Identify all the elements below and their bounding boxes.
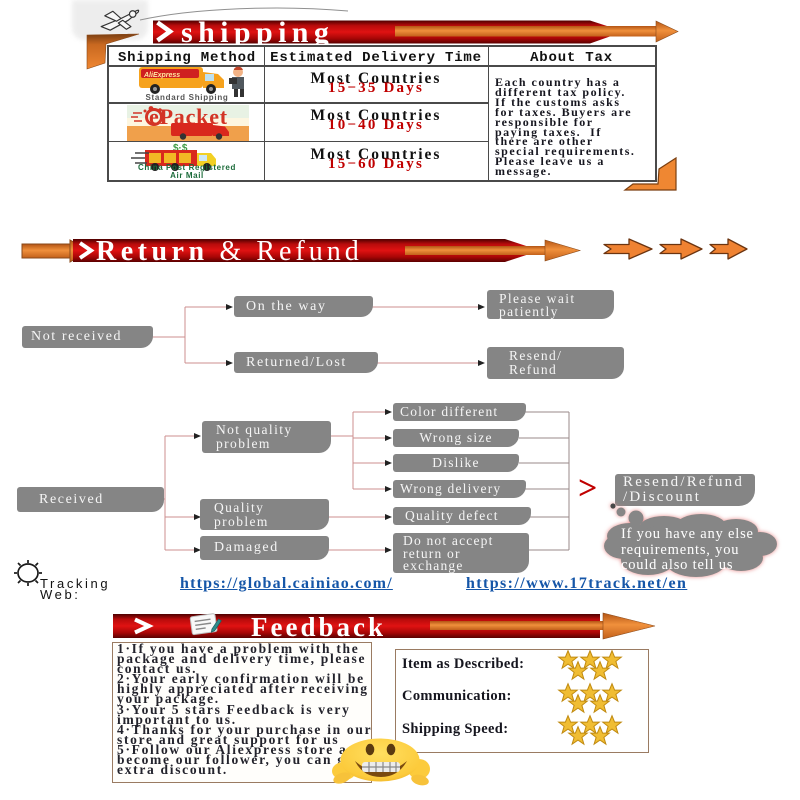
svg-text:AliExpress: AliExpress	[143, 72, 180, 79]
svg-text:$·$: $·$	[173, 143, 188, 154]
